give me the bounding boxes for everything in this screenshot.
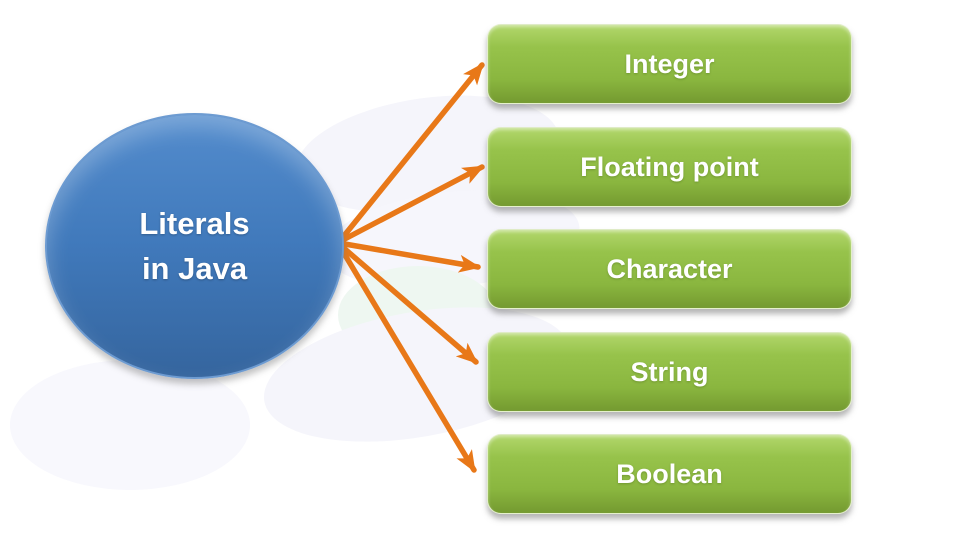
center-node-label-line1: Literals: [139, 206, 250, 241]
node-string: String: [487, 332, 852, 412]
center-node-label-line2: in Java: [141, 251, 248, 286]
center-node-label: Literals in Java: [139, 201, 249, 291]
arrow-to-floating-point: [336, 164, 485, 245]
node-character-label: Character: [606, 253, 733, 284]
arrow-to-boolean: [336, 242, 477, 473]
node-boolean: Boolean: [487, 434, 852, 514]
arrow-to-string: [336, 241, 479, 365]
arrow-to-character: [336, 240, 481, 273]
node-floating-point-label: Floating point: [580, 151, 759, 182]
node-character: Character: [487, 229, 852, 309]
node-string-label: String: [630, 356, 709, 387]
node-boolean-label: Boolean: [616, 458, 723, 489]
node-integer: Integer: [487, 24, 852, 104]
arrow-to-integer: [336, 62, 485, 245]
node-floating-point: Floating point: [487, 127, 852, 207]
watermark-blob: [10, 360, 250, 490]
watermark-blob: [338, 266, 498, 364]
center-node-literals-in-java: Literals in Java: [45, 113, 344, 379]
node-integer-label: Integer: [624, 48, 715, 79]
